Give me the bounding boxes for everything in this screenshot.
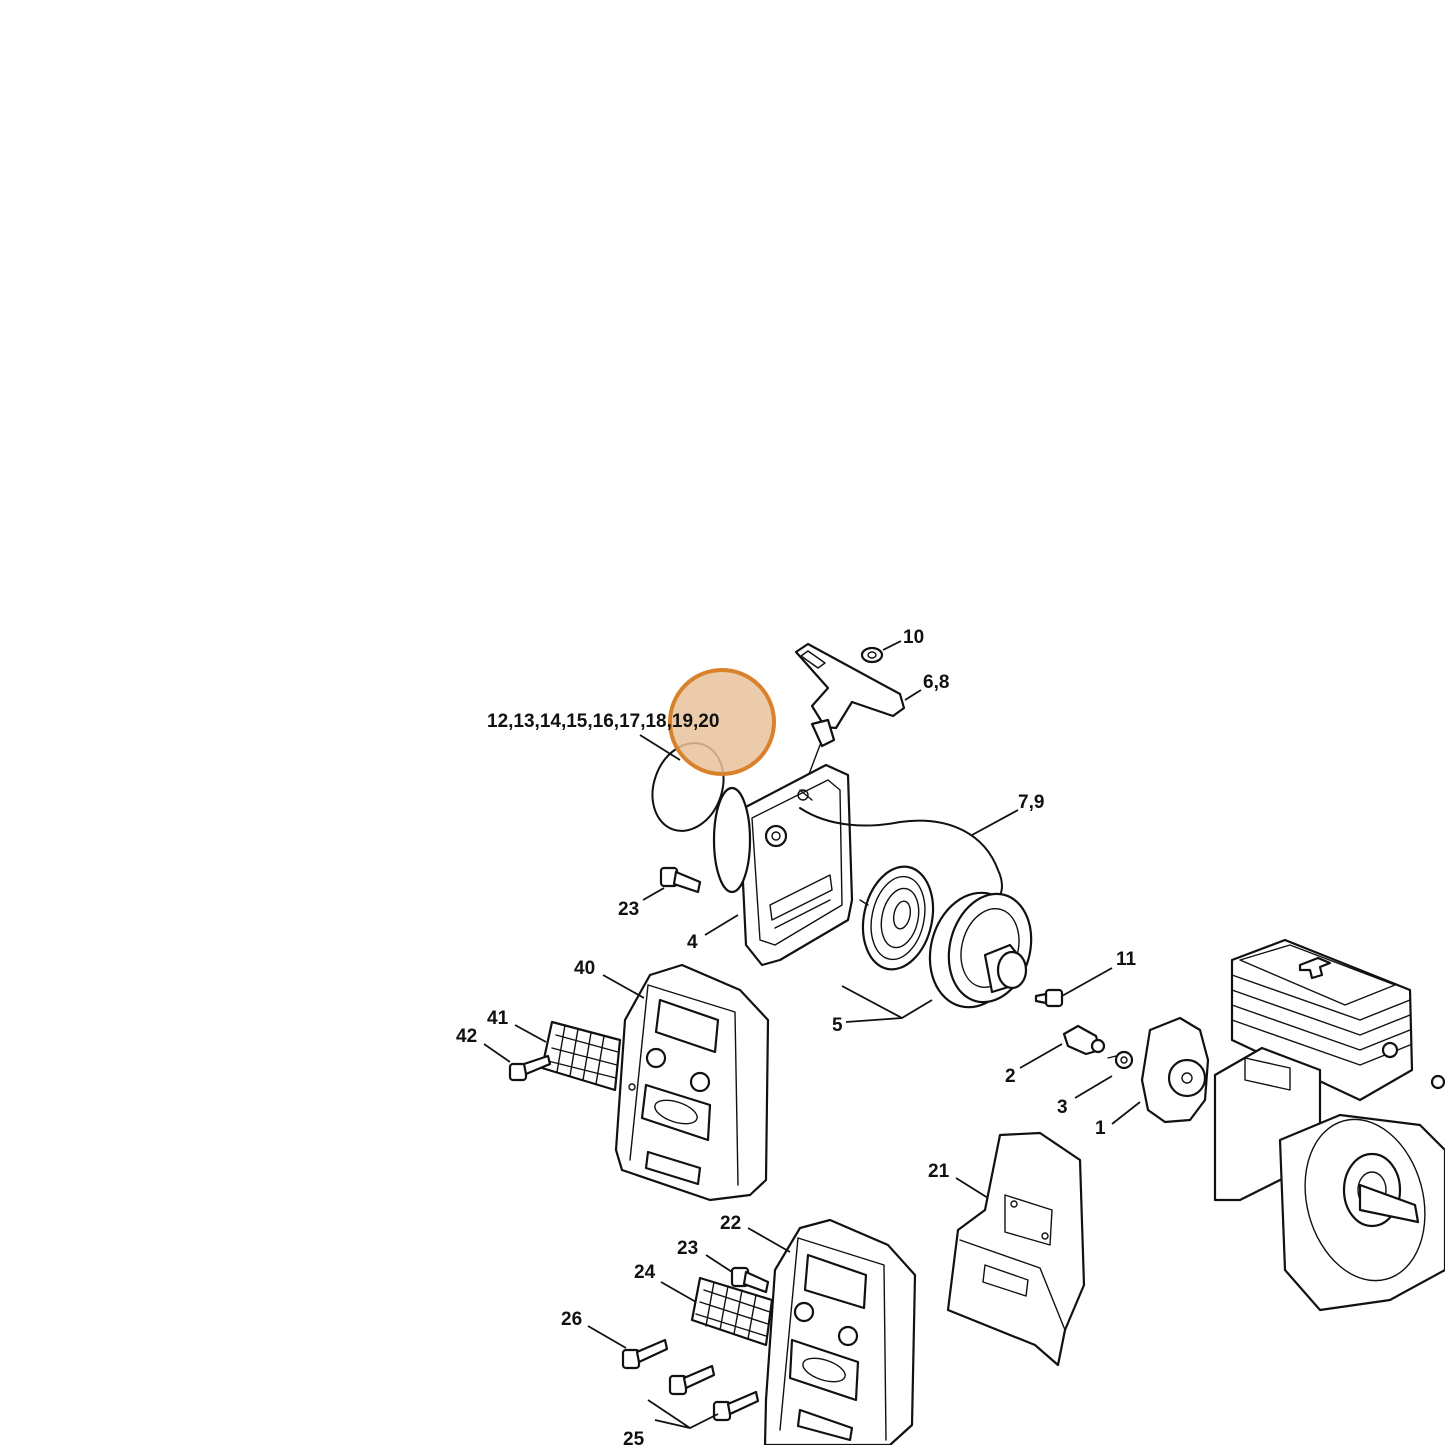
label-41: 41 xyxy=(487,1008,509,1029)
screw-26-part xyxy=(621,1338,669,1370)
flywheel-hub-part xyxy=(1140,1016,1210,1124)
label-11: 11 xyxy=(1116,949,1137,970)
label-10: 10 xyxy=(903,627,924,648)
pawl-part xyxy=(1062,1024,1106,1056)
label-7-9: 7,9 xyxy=(1018,792,1044,813)
muffler-22-part xyxy=(763,1218,917,1447)
rope-rotor-part xyxy=(928,891,1033,1009)
label-23-lower: 23 xyxy=(677,1238,698,1259)
screw-23-upper-part xyxy=(659,866,702,894)
label-5: 5 xyxy=(832,1015,843,1036)
fan-housing-part xyxy=(712,763,854,967)
callout-labels: 10 6,8 12,13,14,15,16,17,18,19,20 7,9 23… xyxy=(456,627,1137,1450)
starter-rope-part xyxy=(799,807,1003,906)
label-23-upper: 23 xyxy=(618,899,639,920)
label-22: 22 xyxy=(720,1213,741,1234)
screw-42-part xyxy=(508,1054,552,1082)
label-3: 3 xyxy=(1057,1097,1068,1118)
starter-handle-part xyxy=(794,642,906,791)
heat-shield-part xyxy=(946,1131,1086,1367)
screw-23-lower-part xyxy=(730,1266,770,1294)
label-6-8: 6,8 xyxy=(923,672,949,693)
leader-lines xyxy=(483,640,1141,1429)
label-21: 21 xyxy=(928,1161,950,1182)
spring-3-part xyxy=(1107,1050,1134,1070)
label-40: 40 xyxy=(574,958,595,979)
muffler-40-part xyxy=(614,963,770,1202)
label-12-20: 12,13,14,15,16,17,18,19,20 xyxy=(487,711,719,732)
washer-part xyxy=(860,646,884,664)
spark-screen-24-part xyxy=(690,1276,774,1347)
label-2: 2 xyxy=(1005,1066,1016,1087)
label-24: 24 xyxy=(634,1262,656,1283)
label-42: 42 xyxy=(456,1026,477,1047)
spark-screen-41-part xyxy=(540,1020,622,1092)
label-26: 26 xyxy=(561,1309,582,1330)
rewind-spring-part xyxy=(859,865,935,971)
screws-25-part xyxy=(668,1364,760,1422)
screw-11-part xyxy=(1034,988,1064,1008)
highlight-marker xyxy=(668,668,776,776)
label-4: 4 xyxy=(687,932,698,953)
label-1: 1 xyxy=(1095,1118,1106,1139)
engine-part xyxy=(1213,938,1445,1312)
label-25: 25 xyxy=(623,1429,645,1445)
